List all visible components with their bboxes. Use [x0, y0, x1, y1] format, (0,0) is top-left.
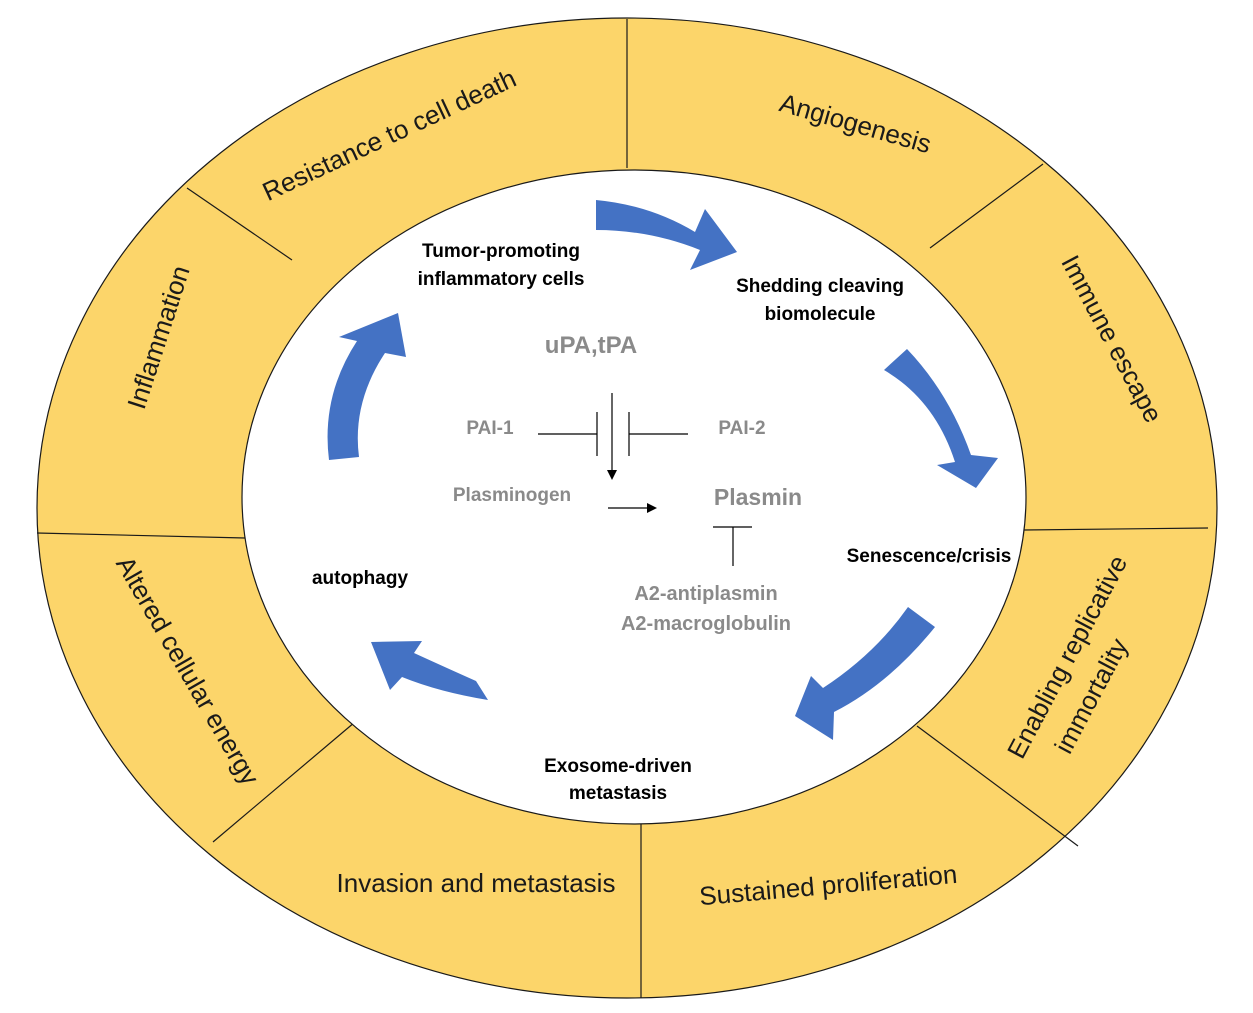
stage-senescence-crisis: Senescence/crisis	[847, 546, 1012, 567]
divider-top-left	[186, 187, 293, 261]
cycle-arrow-bottom-left	[371, 641, 488, 700]
stage-metastasis: metastasis	[569, 783, 667, 804]
stage-exosome-driven: Exosome-driven	[544, 756, 692, 777]
ring-dividers	[36, 19, 1209, 998]
cycle-arrow-left	[327, 313, 406, 460]
cycle-arrows	[327, 200, 998, 740]
divider-bottom-right	[916, 725, 1079, 847]
hallmark-invasion-and-metastasis: Invasion and metastasis	[337, 868, 616, 898]
plasmin-label: Plasmin	[714, 484, 802, 510]
cycle-arrow-top	[596, 200, 737, 270]
plasmin-pathway: uPA,tPA PAI-1 PAI-2 Plasminogen Plasmin …	[453, 332, 802, 635]
inner-area	[241, 169, 1027, 825]
a2-macroglobulin-label: A2-macroglobulin	[621, 613, 791, 635]
divider-bottom-left	[212, 721, 356, 843]
inhibitor-left-label: PAI-1	[466, 418, 514, 439]
a2-antiplasmin-label: A2-antiplasmin	[634, 583, 777, 605]
stage-autophagy: autophagy	[312, 568, 408, 589]
cycle-stage-labels: Tumor-promoting inflammatory cells Shedd…	[312, 241, 1011, 804]
plasminogen-label: Plasminogen	[453, 485, 571, 506]
stage-biomolecule: biomolecule	[765, 304, 876, 325]
stage-inflammatory-cells: inflammatory cells	[418, 269, 585, 290]
activators-label: uPA,tPA	[545, 332, 637, 359]
divider-right	[1023, 527, 1209, 531]
divider-left	[36, 532, 246, 539]
cycle-arrow-right-lower	[795, 607, 935, 740]
divider-top-right	[929, 163, 1044, 249]
inhibitor-right-label: PAI-2	[718, 418, 765, 439]
cycle-arrow-right-upper	[884, 349, 998, 488]
stage-tumor-promoting: Tumor-promoting	[422, 241, 580, 262]
stage-shedding-cleaving: Shedding cleaving	[736, 276, 904, 297]
